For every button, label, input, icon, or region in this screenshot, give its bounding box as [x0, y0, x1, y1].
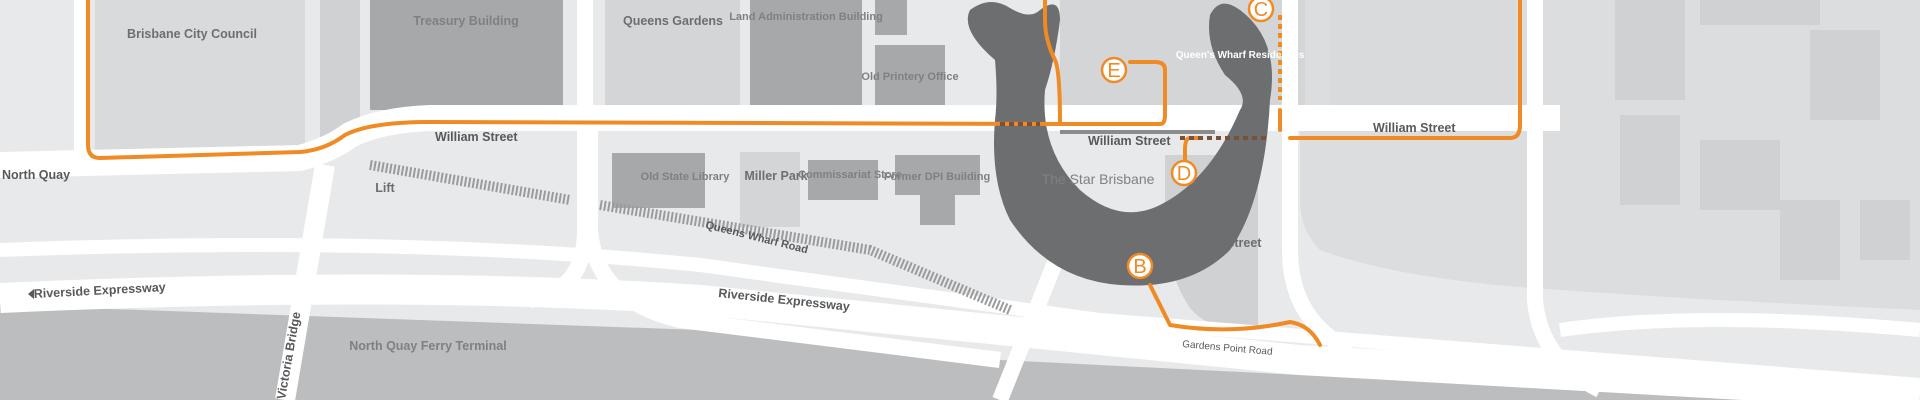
label-miller-park: Miller Park	[744, 169, 807, 183]
svg-text:E: E	[1107, 60, 1120, 82]
the-star-brisbane-landmark	[967, 1, 1272, 286]
treasury-building	[370, 0, 563, 110]
stop-b[interactable]: B	[1126, 252, 1154, 280]
former-dpi-building	[895, 155, 980, 225]
brisbane-city-council-block	[95, 0, 305, 150]
label-william-street-3: William Street	[1373, 121, 1456, 135]
queens-gardens	[605, 0, 740, 110]
label-former-dpi: Former DPI Building	[884, 171, 990, 183]
label-commissariat: Commissariat Store	[798, 169, 902, 181]
stop-d[interactable]: D	[1170, 159, 1198, 187]
label-lift: Lift	[375, 181, 395, 195]
old-state-library	[612, 153, 705, 208]
label-land-administration: Land Administration Building	[729, 11, 883, 23]
divider	[1060, 130, 1215, 134]
svg-text:B: B	[1133, 256, 1146, 278]
label-riverside-expressway-1: Riverside Expressway	[33, 280, 166, 301]
small-building	[875, 0, 907, 35]
label-william-street-2: William Street	[1088, 134, 1171, 148]
land-administration-building	[750, 0, 862, 110]
label-north-quay: North Quay	[2, 168, 70, 182]
stop-c[interactable]: C	[1247, 0, 1275, 23]
label-queens-gardens: Queens Gardens	[623, 14, 723, 28]
label-the-star: The Star Brisbane	[1042, 171, 1155, 187]
label-william-street-1: William Street	[435, 130, 518, 144]
commissariat-store	[808, 160, 878, 200]
label-brisbane-city-council: Brisbane City Council	[127, 27, 257, 41]
miller-park	[740, 152, 800, 227]
old-printery-office	[875, 45, 945, 110]
tunnel-route	[1000, 122, 1270, 140]
svg-text:C: C	[1254, 0, 1268, 21]
label-1-william-street: 1 William Street	[1169, 236, 1263, 250]
direction-arrow-icon	[28, 289, 34, 299]
label-old-printery: Old Printery Office	[861, 71, 958, 83]
block-ne	[1330, 0, 1515, 110]
stop-e[interactable]: E	[1100, 56, 1128, 84]
district-buildings	[1615, 0, 1910, 280]
svg-text:D: D	[1177, 163, 1191, 185]
steps	[320, 0, 360, 140]
label-qw-residences: Queen's Wharf Residences	[1176, 50, 1305, 61]
label-treasury: Treasury Building	[413, 14, 519, 28]
label-ferry-terminal: North Quay Ferry Terminal	[349, 339, 506, 353]
queens-wharf-road-hatch	[369, 160, 1012, 315]
shuttle-route	[86, 0, 1522, 347]
label-old-state-library: Old State Library	[641, 171, 731, 183]
